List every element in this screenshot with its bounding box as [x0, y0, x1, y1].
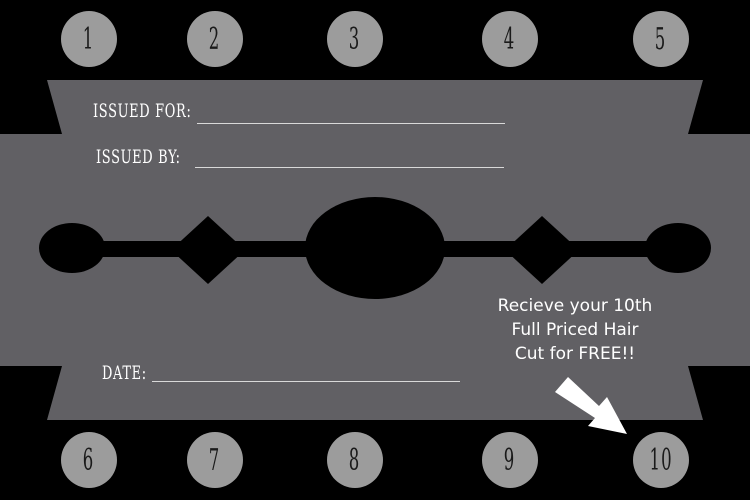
stamp-number: 1	[83, 21, 95, 57]
stamp-number: 8	[349, 442, 361, 478]
stamp-circle-5[interactable]: 5	[633, 11, 689, 67]
stamp-circle-7[interactable]: 7	[187, 432, 243, 488]
issued-by-field[interactable]	[195, 167, 504, 168]
stamp-circle-9[interactable]: 9	[482, 432, 538, 488]
stamp-circle-8[interactable]: 8	[327, 432, 383, 488]
stamp-number: 7	[209, 442, 221, 478]
stamp-circle-2[interactable]: 2	[187, 11, 243, 67]
stamp-number: 4	[504, 21, 516, 57]
stamp-number: 2	[209, 21, 221, 57]
stamp-number: 5	[655, 21, 667, 57]
stamp-number: 3	[349, 21, 361, 57]
issued-for-field[interactable]	[197, 123, 505, 124]
arrow-down-right-icon	[555, 377, 627, 434]
stamp-circle-10[interactable]: 10	[633, 432, 689, 488]
promo-line: Recieve your 10th	[497, 296, 653, 316]
issued-by-label: ISSUED BY:	[96, 146, 181, 168]
issued-for-label: ISSUED FOR:	[93, 100, 192, 122]
stamp-number: 6	[83, 442, 95, 478]
stamp-number: 10	[649, 442, 673, 478]
date-field[interactable]	[152, 381, 460, 382]
stamp-number: 9	[504, 442, 516, 478]
stamp-circle-1[interactable]: 1	[61, 11, 117, 67]
stamp-circle-3[interactable]: 3	[327, 11, 383, 67]
stamp-circle-4[interactable]: 4	[482, 11, 538, 67]
stamp-circle-6[interactable]: 6	[61, 432, 117, 488]
promo-text: Recieve your 10th Full Priced Hair Cut f…	[480, 294, 670, 366]
date-label: DATE:	[102, 362, 147, 384]
promo-line: Full Priced Hair	[511, 320, 639, 340]
promo-line: Cut for FREE!!	[514, 344, 636, 364]
